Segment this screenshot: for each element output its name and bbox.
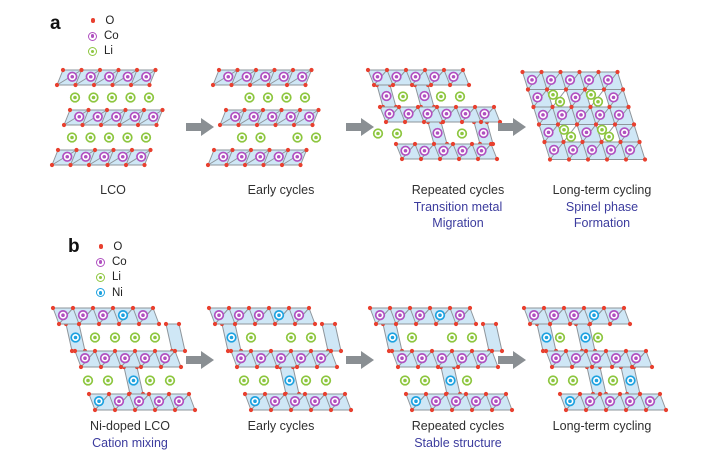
panel-a-letter: a — [50, 13, 61, 34]
stage-label-long-term-b: Long-term cycling — [552, 419, 652, 433]
stage-label-lco: LCO — [100, 183, 126, 197]
stage-label-repeated-cycles-b: Repeated cycles Stable structure — [373, 418, 543, 451]
lithium-atom-icon — [96, 272, 105, 282]
legend-label: O — [105, 14, 115, 27]
legend-label: Ni — [112, 286, 123, 299]
stage-label-long-term-a: Long-term cycling Spinel phase Formation — [517, 182, 687, 232]
stage-label-early-cycles-a: Early cycles — [247, 183, 315, 197]
annotation-spinel-phase: Spinel phase — [565, 199, 639, 214]
legend-item-li: Li — [96, 270, 127, 285]
legend-label: Co — [104, 30, 119, 43]
legend-panel-b: O Co Li Ni — [96, 239, 127, 301]
oxygen-atom-icon — [98, 244, 104, 249]
legend-item-co: Co — [88, 28, 119, 43]
oxygen-atom-icon — [90, 18, 96, 23]
stage-label-repeated-cycles-a: Repeated cycles Transition metal Migrati… — [373, 182, 543, 232]
legend-item-o: O — [96, 239, 127, 254]
legend-label: Co — [112, 256, 127, 269]
legend-item-co: Co — [96, 254, 127, 269]
panel-b-letter: b — [68, 236, 80, 257]
cobalt-atom-icon — [88, 31, 97, 41]
legend-label: O — [113, 240, 123, 253]
legend-panel-a: O Co Li — [88, 13, 119, 59]
annotation-transition-metal: Transition metal — [413, 199, 503, 214]
lithium-atom-icon — [88, 46, 97, 56]
legend-item-li: Li — [88, 44, 119, 59]
annotation-formation: Formation — [573, 216, 631, 230]
nickel-atom-icon — [96, 288, 105, 298]
stage-label-ni-doped-lco: Ni-doped LCO Cation mixing — [45, 418, 215, 451]
legend-label: Li — [112, 271, 121, 284]
annotation-stable-structure: Stable structure — [414, 435, 502, 450]
stage-label-early-cycles-b: Early cycles — [247, 419, 315, 433]
legend-item-ni: Ni — [96, 285, 127, 300]
legend-label: Li — [104, 45, 113, 58]
annotation-cation-mixing: Cation mixing — [92, 435, 168, 450]
annotation-migration: Migration — [432, 216, 484, 230]
legend-item-o: O — [88, 13, 119, 28]
cobalt-atom-icon — [96, 257, 105, 267]
